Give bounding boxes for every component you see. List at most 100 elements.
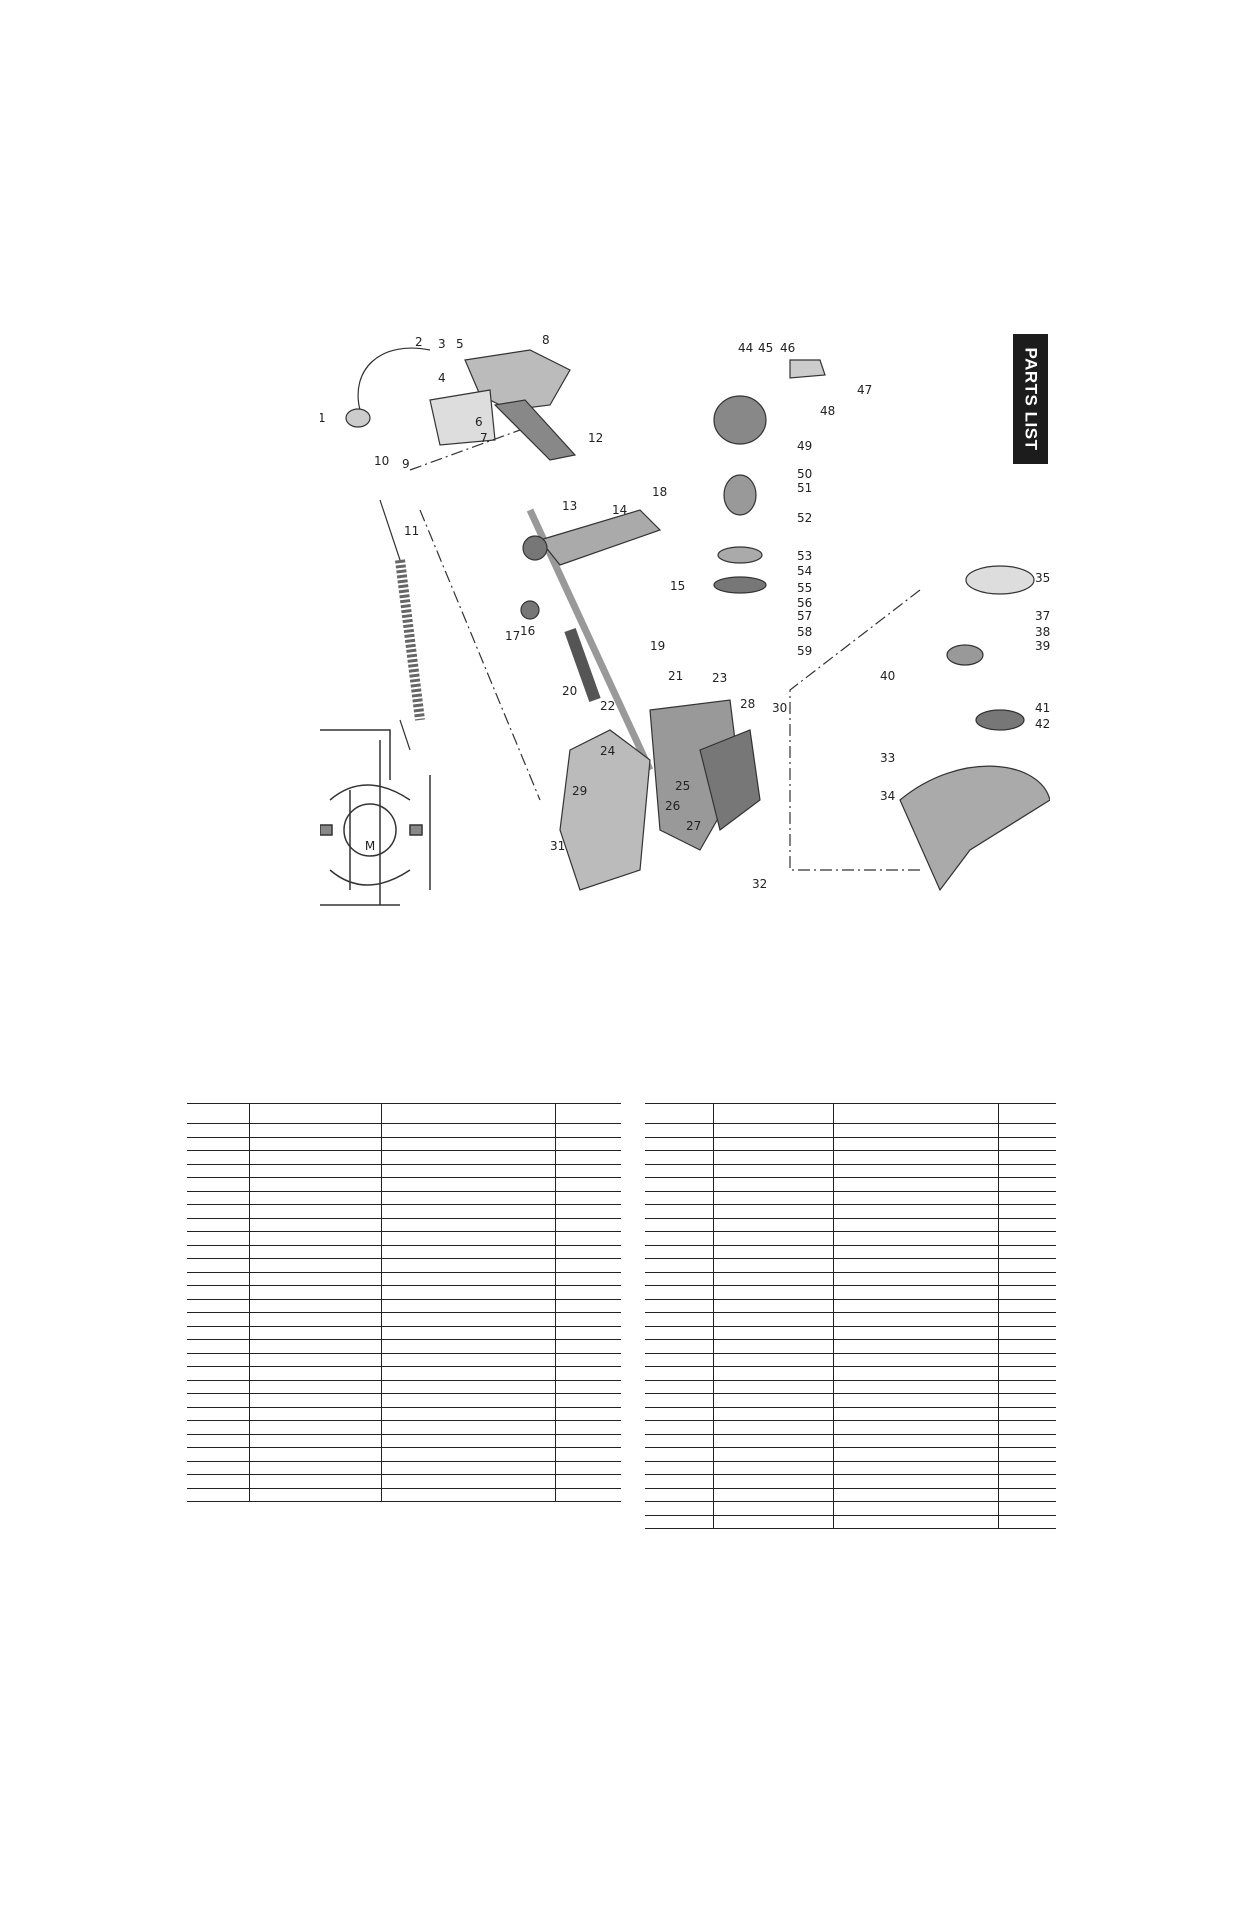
table-cell <box>248 1164 381 1178</box>
callout-20: 20 <box>562 684 577 698</box>
switch-bracket-part <box>789 359 826 379</box>
table-cell <box>645 1103 713 1124</box>
table-cell <box>554 1420 621 1435</box>
table-row <box>645 1434 1056 1448</box>
table-row <box>645 1204 1056 1219</box>
table-cell <box>645 1299 713 1313</box>
callout-19: 19 <box>650 639 665 653</box>
table-cell <box>712 1123 833 1138</box>
brush-left-symbol <box>320 824 333 836</box>
table-cell <box>712 1272 833 1286</box>
table-cell <box>645 1447 713 1462</box>
table-cell <box>832 1474 998 1489</box>
table-row <box>187 1447 621 1462</box>
table-cell <box>380 1245 555 1259</box>
callout-38: 38 <box>1035 625 1050 639</box>
table-cell <box>832 1258 998 1273</box>
table-cell <box>554 1434 621 1448</box>
table-cell <box>248 1123 381 1138</box>
table-cell <box>248 1461 381 1475</box>
table-cell <box>187 1339 249 1354</box>
table-cell <box>997 1488 1056 1502</box>
clamp-knob-part <box>520 600 540 620</box>
table-cell <box>712 1515 833 1529</box>
table-cell <box>554 1285 621 1300</box>
table-cell <box>248 1420 381 1435</box>
table-cell <box>997 1245 1056 1259</box>
table-cell <box>832 1447 998 1462</box>
table-cell <box>712 1150 833 1165</box>
handle-grip-part <box>493 399 577 461</box>
table-cell <box>645 1218 713 1232</box>
table-cell <box>712 1164 833 1178</box>
table-row <box>645 1326 1056 1340</box>
table-row <box>645 1393 1056 1408</box>
callout-12: 12 <box>588 431 603 445</box>
table-cell <box>380 1164 555 1178</box>
stator-part <box>713 395 767 445</box>
table-cell <box>832 1272 998 1286</box>
table-cell <box>712 1103 833 1124</box>
table-cell <box>997 1420 1056 1435</box>
table-cell <box>645 1177 713 1192</box>
brush-holder-part <box>717 546 763 564</box>
table-cell <box>712 1461 833 1475</box>
table-row <box>645 1164 1056 1178</box>
table-row <box>187 1474 621 1489</box>
table-cell <box>554 1258 621 1273</box>
callout-48: 48 <box>820 404 835 418</box>
table-cell <box>645 1420 713 1435</box>
table-cell <box>554 1150 621 1165</box>
table-cell <box>832 1366 998 1381</box>
table-cell <box>248 1204 381 1219</box>
table-cell <box>554 1164 621 1178</box>
table-cell <box>832 1326 998 1340</box>
table-cell <box>187 1326 249 1340</box>
callout-6: 6 <box>475 415 483 429</box>
table-cell <box>380 1434 555 1448</box>
callout-2: 2 <box>415 335 423 349</box>
coiled-cable-part <box>395 559 425 721</box>
table-cell <box>712 1393 833 1408</box>
callout-32: 32 <box>752 877 767 891</box>
table-row <box>645 1245 1056 1259</box>
table-cell <box>380 1137 555 1151</box>
table-cell <box>997 1177 1056 1192</box>
table-row <box>187 1204 621 1219</box>
table-row <box>645 1461 1056 1475</box>
callout-30: 30 <box>772 701 787 715</box>
table-cell <box>248 1312 381 1327</box>
brush-right-symbol <box>409 824 423 836</box>
table-cell <box>645 1501 713 1516</box>
table-row <box>645 1285 1056 1300</box>
callout-56: 56 <box>797 596 812 610</box>
table-cell <box>832 1407 998 1421</box>
table-cell <box>248 1353 381 1367</box>
table-cell <box>554 1380 621 1394</box>
table-cell <box>832 1285 998 1300</box>
table-cell <box>645 1312 713 1327</box>
table-cell <box>645 1393 713 1408</box>
table-cell <box>645 1245 713 1259</box>
parts-list-tab: PARTS LIST <box>1013 334 1048 464</box>
table-cell <box>187 1299 249 1313</box>
table-cell <box>380 1258 555 1273</box>
table-cell <box>832 1434 998 1448</box>
callout-16: 16 <box>520 624 535 638</box>
table-cell <box>997 1380 1056 1394</box>
table-cell <box>248 1407 381 1421</box>
table-row <box>187 1285 621 1300</box>
table-cell <box>554 1191 621 1205</box>
table-cell <box>554 1218 621 1232</box>
table-row <box>187 1461 621 1475</box>
table-cell <box>554 1461 621 1475</box>
table-cell <box>645 1231 713 1246</box>
callout-1: 1 <box>320 411 326 425</box>
table-row <box>645 1474 1056 1489</box>
plug-part <box>345 408 371 428</box>
table-cell <box>187 1312 249 1327</box>
callout-45: 45 <box>758 341 773 355</box>
callout-18: 18 <box>652 485 667 499</box>
table-row <box>187 1434 621 1448</box>
callout-31: 31 <box>550 839 565 853</box>
